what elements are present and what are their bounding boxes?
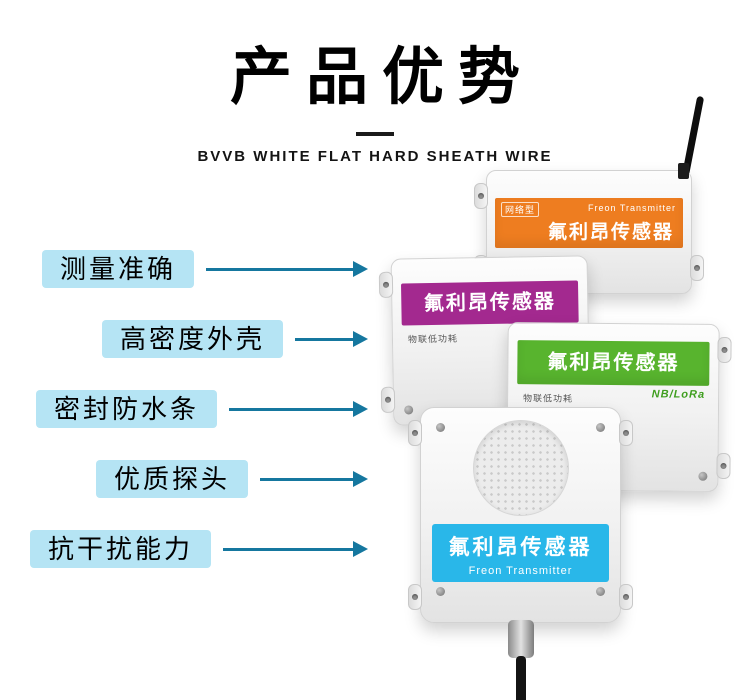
antenna-base (678, 163, 689, 179)
header: 产品优势 BVVB WHITE FLAT HARD SHEATH WIRE (0, 26, 750, 165)
mounting-ear (717, 336, 732, 364)
mounting-ear (690, 255, 704, 281)
arrow-right-icon (260, 477, 353, 481)
mounting-ear (474, 183, 488, 209)
mounting-ear (408, 420, 422, 446)
power-tag-label: 物联低功耗 (407, 333, 459, 345)
protocol-label: NB/LoRa (651, 388, 706, 401)
feature-pill: 抗干扰能力 (30, 530, 212, 568)
page-title: 产品优势 (229, 43, 534, 112)
feature-row-seal: 密封防水条 (36, 390, 368, 428)
sensor-name-label: 氟利昂传感器 (547, 222, 674, 243)
sensor-front-cyan: 氟利昂传感器 Freon Transmitter (408, 407, 633, 700)
arrow-right-icon (223, 547, 353, 551)
feature-pill: 密封防水条 (36, 390, 218, 428)
sensor-label-band: 氟利昂传感器 (400, 280, 579, 326)
screw-icon (436, 423, 445, 432)
mounting-ear (716, 452, 731, 480)
arrow-right-icon (295, 337, 353, 341)
mounting-ear (619, 584, 633, 610)
cable (515, 656, 526, 700)
feature-pill: 高密度外壳 (102, 320, 284, 358)
sensor-name-label: 氟利昂传感器 (547, 351, 680, 375)
sensor-name-label: 氟利昂传感器 (423, 290, 557, 316)
arrow-right-icon (206, 267, 353, 271)
feature-row-probe: 优质探头 (96, 460, 368, 498)
sensor-label-band: 网络型 Freon Transmitter 氟利昂传感器 (495, 198, 683, 248)
probe-grille (472, 420, 569, 516)
mounting-ear (619, 420, 633, 446)
mounting-ear (408, 584, 422, 610)
feature-row-housing: 高密度外壳 (102, 320, 368, 358)
mounting-ear (380, 386, 396, 413)
network-type-tag: 网络型 (501, 202, 540, 217)
page-subtitle: BVVB WHITE FLAT HARD SHEATH WIRE (197, 148, 553, 165)
feature-pill: 测量准确 (42, 250, 195, 288)
power-tag-label: 物联低功耗 (523, 393, 574, 404)
cable-gland (507, 620, 534, 658)
mounting-ear (378, 271, 394, 298)
sensor-label-band: 氟利昂传感器 Freon Transmitter (432, 524, 609, 582)
feature-row-interference: 抗干扰能力 (30, 530, 368, 568)
feature-pill: 优质探头 (96, 460, 249, 498)
sensor-label-band: 氟利昂传感器 (517, 340, 710, 386)
feature-row-accurate: 测量准确 (42, 250, 368, 288)
screw-icon (436, 587, 445, 596)
model-en-label: Freon Transmitter (468, 565, 573, 577)
arrow-right-icon (229, 407, 353, 411)
screw-icon (404, 405, 414, 415)
screw-icon (596, 423, 605, 432)
screw-icon (596, 587, 605, 596)
title-divider (356, 132, 394, 136)
model-en-label: Freon Transmitter (587, 203, 676, 213)
sensor-name-label: 氟利昂传感器 (448, 536, 593, 559)
screw-icon (698, 471, 708, 481)
